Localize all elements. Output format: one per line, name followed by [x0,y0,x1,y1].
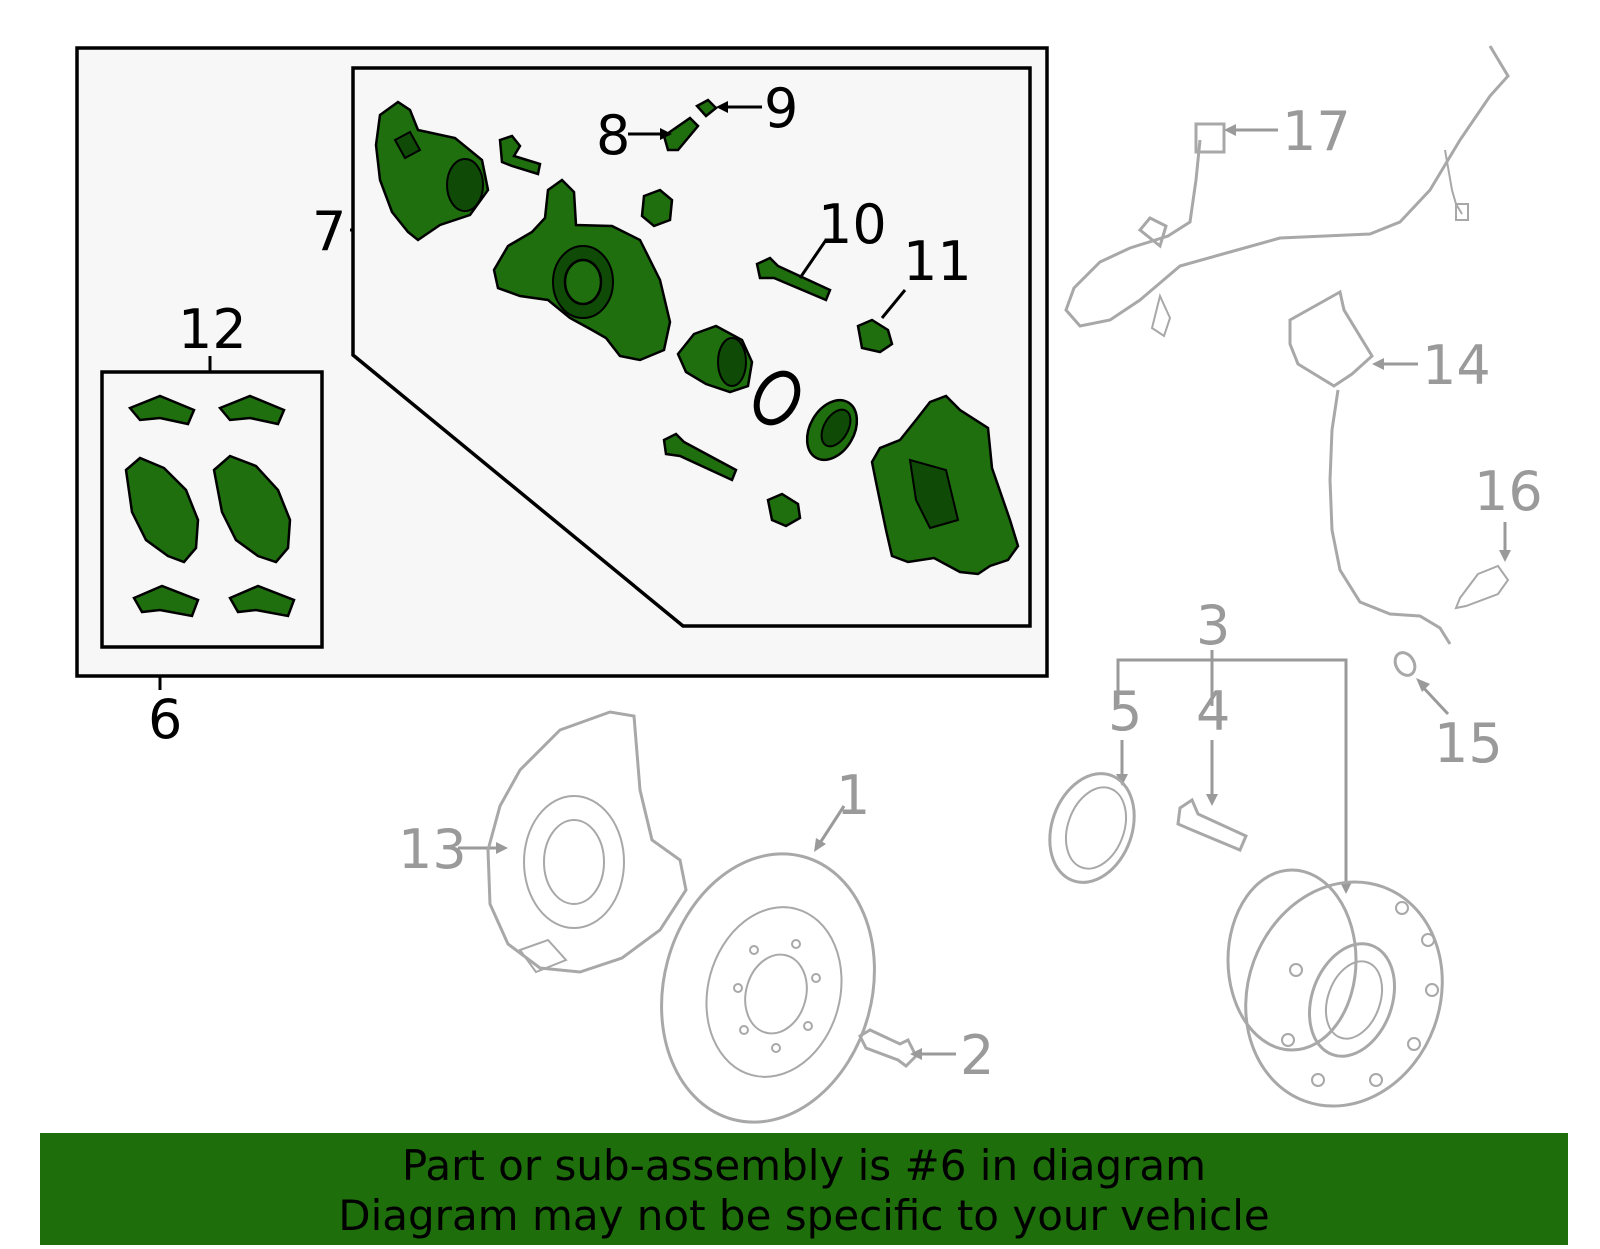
bolt-part[interactable] [498,134,542,176]
guide-pin-10-part[interactable] [755,256,832,302]
leader-10 [798,239,828,279]
bracket-3 [1116,658,1348,888]
callout-12[interactable]: 12 [178,298,247,361]
rotor-screw-part[interactable] [858,1028,918,1068]
callout-2[interactable]: 2 [960,1024,994,1087]
info-banner: Part or sub-assembly is #6 in diagram Di… [40,1133,1568,1245]
nut-part[interactable] [640,188,674,228]
callout-9[interactable]: 9 [764,77,798,140]
guide-pin-part[interactable] [662,432,738,482]
bleeder-cap-9-part[interactable] [695,98,718,118]
piston-part[interactable] [676,324,754,394]
caliper-housing-part[interactable] [492,178,672,362]
callout-16[interactable]: 16 [1474,460,1543,523]
banjo-bolt-part[interactable] [1454,564,1510,610]
callout-5[interactable]: 5 [1108,680,1142,743]
leader-11 [880,289,907,319]
bushing-part[interactable] [766,492,802,528]
callout-14[interactable]: 14 [1422,334,1491,397]
banner-line-1: Part or sub-assembly is #6 in diagram [401,1141,1207,1190]
leader-1 [816,805,846,847]
callout-10[interactable]: 10 [818,193,887,256]
callout-3[interactable]: 3 [1196,594,1230,657]
callout-13[interactable]: 13 [398,818,467,881]
callout-17[interactable]: 17 [1282,100,1351,163]
wheel-speed-sensor-harness-part[interactable] [1064,45,1510,338]
callout-15[interactable]: 15 [1434,712,1503,775]
boot-11-part[interactable] [856,318,894,354]
pad-clip-lower-part[interactable] [132,584,296,618]
caliper-motor-part[interactable] [374,100,490,242]
brake-rotor-part[interactable] [632,830,903,1130]
brake-pad-part[interactable] [124,454,292,564]
hub-bearing-part[interactable] [1215,854,1473,1130]
callout-7[interactable]: 7 [312,200,346,263]
dust-shield-part[interactable] [486,710,688,974]
callout-1[interactable]: 1 [836,764,870,827]
brake-hose-part[interactable] [1288,289,1452,645]
tone-ring-part[interactable] [1035,762,1148,895]
callout-6[interactable]: 6 [148,688,182,751]
piston-boot-part[interactable] [797,391,867,468]
callout-4[interactable]: 4 [1196,680,1230,743]
bleeder-screw-8-part[interactable] [662,116,700,152]
callout-8[interactable]: 8 [596,104,630,167]
callout-11[interactable]: 11 [903,230,972,293]
washer-part[interactable] [1391,649,1419,679]
parts-diagram: 7 8 9 10 11 12 6 17 14 16 15 [75,45,1543,1130]
seal-ring-part[interactable] [748,366,805,429]
wheel-stud-part[interactable] [1176,797,1248,852]
pad-clip-part[interactable] [127,394,286,426]
banner-line-2: Diagram may not be specific to your vehi… [338,1191,1270,1240]
caliper-bracket-part[interactable] [870,394,1020,576]
